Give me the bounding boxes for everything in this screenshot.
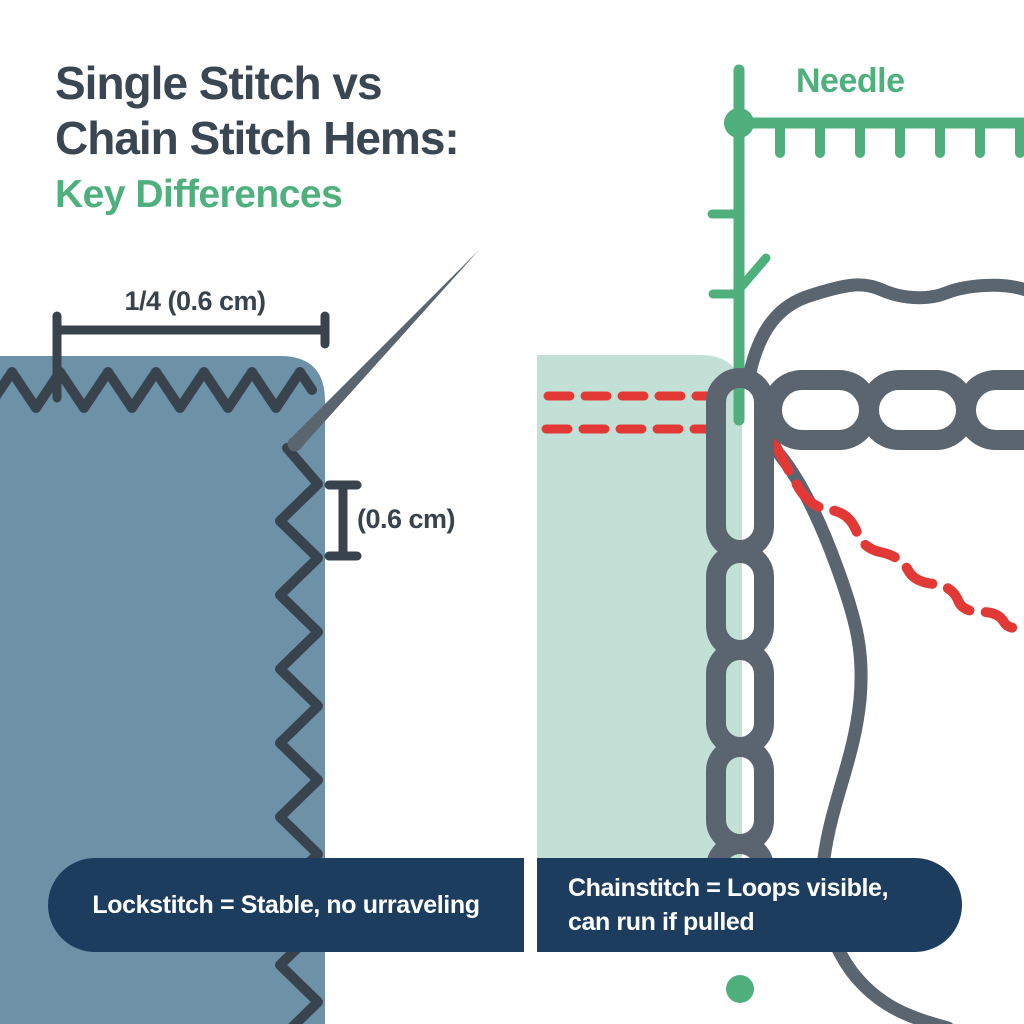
needle-label: Needle: [796, 62, 905, 100]
page-title-line1: Single Stitch vs: [55, 57, 383, 109]
lockstitch-callout-text: Lockstitch = Stable, no urraveling: [92, 890, 480, 919]
chainstitch-callout-line2: can run if pulled: [568, 908, 755, 936]
needle-thread-wave: [743, 278, 1024, 379]
left-fabric-swatch: [0, 356, 325, 1024]
right-fabric-swatch: [537, 355, 742, 952]
hand-needle-icon: [287, 250, 479, 452]
page-subtitle: Key Differences: [55, 173, 343, 216]
hem-allowance-label: 1/4 (0.6 cm): [124, 286, 266, 316]
chain-stitch-horizontal: [706, 368, 1024, 560]
hem-width-dimension: [52, 311, 330, 403]
page-title: Single Stitch vs Chain Stitch Hems:: [55, 56, 575, 166]
page-title-line2: Chain Stitch Hems:: [55, 112, 460, 164]
stitch-length-dimension: [324, 480, 362, 561]
stitch-spacing-label: (0.6 cm): [357, 504, 456, 534]
lockstitch-callout: Lockstitch = Stable, no urraveling: [48, 858, 524, 952]
chainstitch-callout-line1: Chainstitch = Loops visible,: [568, 874, 889, 902]
unraveling-thread-squiggle: [769, 437, 1024, 634]
chainstitch-callout-text: Chainstitch = Loops visible, can run if …: [568, 871, 889, 939]
chain-stitch-vertical: [706, 543, 774, 951]
looper-thread-curve: [773, 448, 954, 1024]
thread-end-dot: [726, 975, 754, 1003]
machine-needle-icon: [707, 64, 1024, 426]
lockstitch-zigzag-top: [0, 367, 317, 413]
topstitch-dashed-lines: [541, 391, 712, 434]
chainstitch-callout: Chainstitch = Loops visible, can run if …: [537, 858, 962, 952]
